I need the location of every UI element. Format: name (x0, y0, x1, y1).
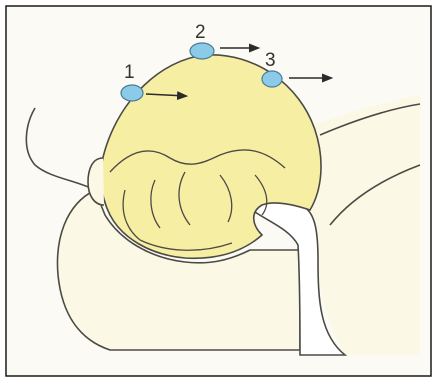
marker-1-label: 1 (124, 62, 135, 83)
marker-1-pad (121, 85, 143, 101)
marker-3-label: 3 (265, 50, 276, 71)
marker-2-pad (190, 43, 214, 59)
marker-3-pad (262, 71, 282, 87)
marker-2-label: 2 (195, 22, 206, 43)
